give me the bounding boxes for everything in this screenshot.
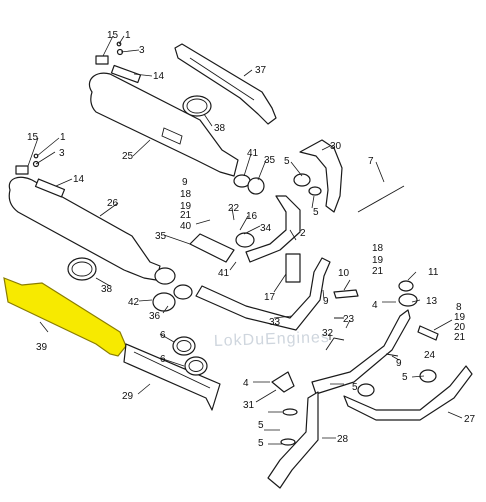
callout-31: 31 xyxy=(243,400,255,411)
callout-16: 16 xyxy=(246,211,258,222)
callout-5: 5 xyxy=(402,372,408,383)
clamp-42 xyxy=(152,292,176,312)
callout-14: 14 xyxy=(153,71,165,82)
callout-38: 38 xyxy=(101,284,113,295)
callout-35: 35 xyxy=(155,231,167,242)
callout-19: 19 xyxy=(372,255,384,266)
callout-20: 20 xyxy=(454,322,466,333)
gasket-36 xyxy=(173,284,193,300)
bracket-30 xyxy=(299,139,343,213)
lower-mount-bracket xyxy=(34,178,66,198)
callout-39: 39 xyxy=(36,342,48,353)
callout-28: 28 xyxy=(337,434,349,445)
lower-heat-shield xyxy=(123,343,221,411)
callout-30: 30 xyxy=(330,141,342,152)
callout-18: 18 xyxy=(372,243,384,254)
callout-9: 9 xyxy=(396,358,402,369)
upper-heat-shield xyxy=(174,43,277,125)
lower-bolt xyxy=(15,165,29,175)
callout-5: 5 xyxy=(284,156,290,167)
leader-lines xyxy=(27,35,463,445)
rear-head-pipe xyxy=(245,195,301,263)
strap-7 xyxy=(357,185,405,213)
callout-33: 33 xyxy=(269,317,281,328)
upper-mount-bracket xyxy=(110,64,142,84)
pipe-28 xyxy=(267,391,319,489)
callout-27: 27 xyxy=(464,414,476,425)
crossover-clamp xyxy=(235,232,255,248)
callout-19: 19 xyxy=(454,312,466,323)
callout-1: 1 xyxy=(60,132,66,143)
callout-17: 17 xyxy=(264,292,276,303)
callout-32: 32 xyxy=(322,328,334,339)
callout-3: 3 xyxy=(59,148,65,159)
callout-41: 41 xyxy=(247,148,259,159)
sensor-10 xyxy=(333,289,359,299)
callout-3: 3 xyxy=(139,45,145,56)
clamp-5d xyxy=(357,383,375,397)
callout-numbers: 15 1 3 14 37 38 25 15 1 3 14 26 41 35 30… xyxy=(27,30,476,449)
highlighted-heat-shield xyxy=(3,277,127,357)
callout-6: 6 xyxy=(160,330,166,341)
callout-23: 23 xyxy=(343,314,355,325)
callout-19: 19 xyxy=(180,201,192,212)
callout-9: 9 xyxy=(182,177,188,188)
callout-1: 1 xyxy=(125,30,131,41)
callout-11: 11 xyxy=(428,267,439,278)
callout-42: 42 xyxy=(128,297,140,308)
callout-22: 22 xyxy=(228,203,240,214)
callout-25: 25 xyxy=(122,151,134,162)
callout-15: 15 xyxy=(107,30,119,41)
callout-35: 35 xyxy=(264,155,276,166)
callout-5: 5 xyxy=(258,420,264,431)
callout-40: 40 xyxy=(180,221,192,232)
callout-10: 10 xyxy=(338,268,350,279)
callout-9: 9 xyxy=(323,296,329,307)
callout-4: 4 xyxy=(243,378,249,389)
clamp-35a xyxy=(247,177,265,195)
callout-24: 24 xyxy=(424,350,436,361)
callout-4: 4 xyxy=(372,300,378,311)
callout-34: 34 xyxy=(260,223,272,234)
front-head-pipe xyxy=(195,257,331,331)
callout-18: 18 xyxy=(180,189,192,200)
callout-38: 38 xyxy=(214,123,226,134)
callout-26: 26 xyxy=(107,198,119,209)
bracket-2 xyxy=(285,253,301,283)
gasket-11 xyxy=(398,280,414,292)
crossover-pipe xyxy=(189,233,235,263)
callout-7: 7 xyxy=(368,156,374,167)
sensor-24 xyxy=(417,325,439,341)
callout-13: 13 xyxy=(426,296,438,307)
callout-21: 21 xyxy=(454,332,466,343)
watermark-text: LokDuEngines xyxy=(214,329,331,350)
callout-5: 5 xyxy=(313,207,319,218)
callout-29: 29 xyxy=(122,391,134,402)
bracket-31 xyxy=(271,371,295,393)
callout-15: 15 xyxy=(27,132,39,143)
upper-muffler xyxy=(88,72,239,177)
callout-36: 36 xyxy=(149,311,161,322)
callout-6: 6 xyxy=(160,354,166,365)
clamp-6-lower xyxy=(184,356,208,376)
pipe-33 xyxy=(311,309,411,395)
callout-2: 2 xyxy=(300,228,306,239)
callout-21: 21 xyxy=(372,266,384,277)
clamp-6-upper xyxy=(172,336,196,356)
callout-37: 37 xyxy=(255,65,267,76)
gasket-13 xyxy=(398,293,418,307)
callout-14: 14 xyxy=(73,174,85,185)
pipe-27 xyxy=(343,365,473,421)
callout-8: 8 xyxy=(456,302,462,313)
callout-5: 5 xyxy=(352,382,358,393)
callout-5: 5 xyxy=(258,438,264,449)
callout-41: 41 xyxy=(218,268,230,279)
callout-21: 21 xyxy=(180,210,192,221)
upper-bolt xyxy=(95,55,109,65)
